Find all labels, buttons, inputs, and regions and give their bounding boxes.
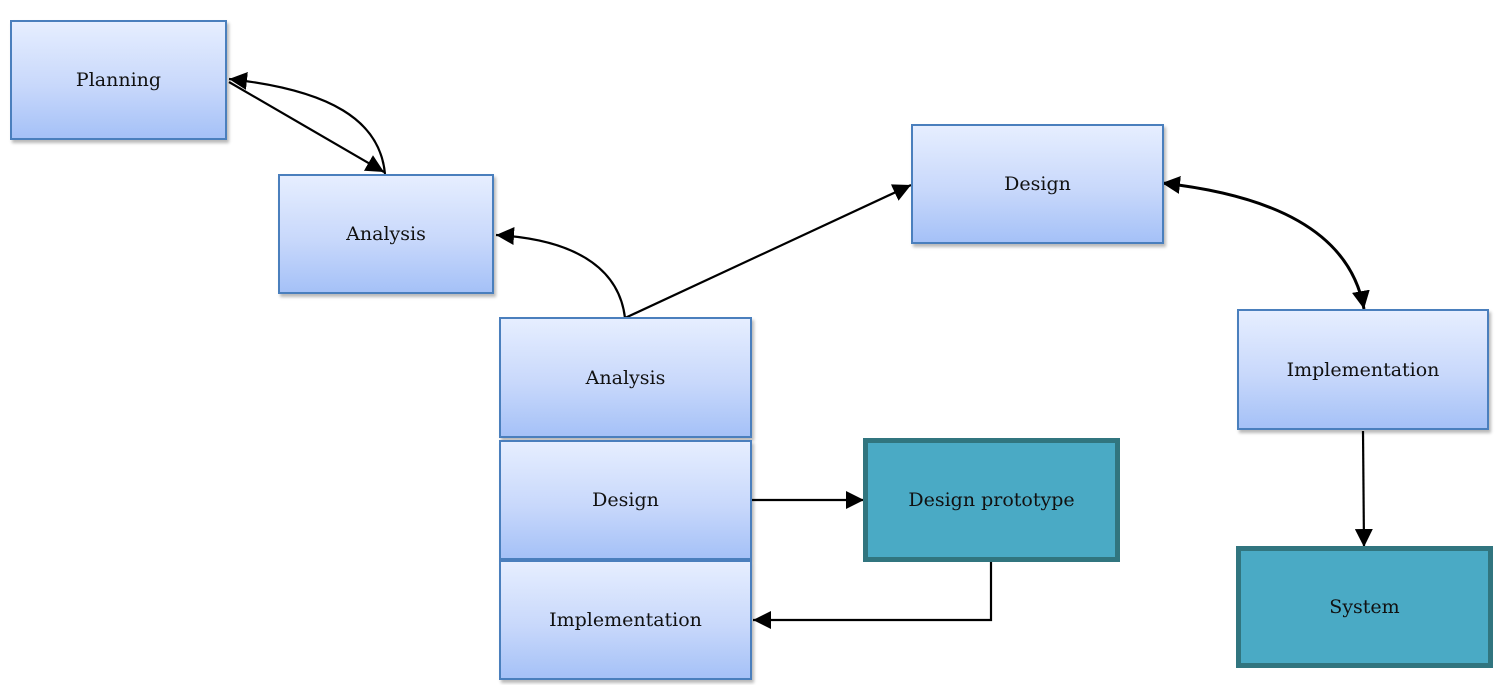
stack-analysis-label: Analysis (585, 366, 666, 389)
design-box: Design (911, 124, 1164, 244)
arrow-design1-implementation1-bidirectional (1161, 176, 1370, 310)
stack-design-box: Design (499, 440, 752, 560)
system-box: System (1236, 546, 1493, 668)
implementation-box: Implementation (1237, 309, 1489, 430)
arrow-prototype-to-implementation2 (753, 562, 993, 629)
analysis-box: Analysis (278, 174, 494, 294)
planning-label: Planning (75, 69, 162, 91)
system-label: System (1329, 596, 1400, 618)
planning-box: Planning (10, 20, 227, 140)
design-label: Design (1004, 173, 1071, 195)
analysis-label: Analysis (346, 223, 426, 245)
arrow-analysis-to-planning (228, 72, 387, 175)
arrow-analysis2-to-design1 (624, 184, 912, 319)
arrow-analysis2-to-analysis1 (495, 227, 627, 319)
design-prototype-box: Design prototype (863, 438, 1120, 562)
stack-implementation-label: Implementation (549, 609, 702, 631)
design-prototype-label: Design prototype (908, 489, 1075, 511)
arrow-implementation1-to-system (1354, 430, 1373, 548)
stack-design-label: Design (592, 489, 659, 511)
stack-analysis-box: Analysis (499, 317, 752, 438)
arrow-planning-to-analysis (228, 81, 385, 173)
implementation-label: Implementation (1286, 358, 1440, 381)
stack-implementation-box: Implementation (499, 560, 752, 680)
